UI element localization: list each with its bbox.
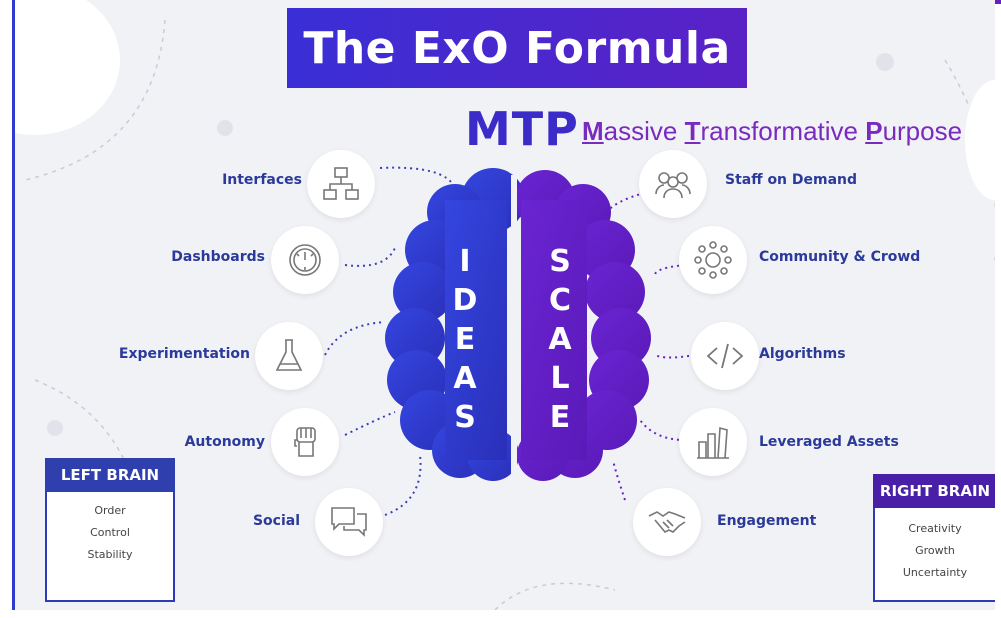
scale-letters: S C A L E xyxy=(540,242,580,437)
left-brain-panel: LEFT BRAIN Order Control Stability xyxy=(45,458,175,602)
raised-fist-icon xyxy=(271,408,339,476)
scale-label-community-crowd: Community & Crowd xyxy=(759,249,921,265)
right-brain-item: Growth xyxy=(915,544,955,557)
page-title: The ExO Formula xyxy=(303,22,731,74)
ideas-letters: I D E A S xyxy=(445,242,485,437)
diagram-canvas: The ExO Formula MTP Massive Transformati… xyxy=(12,0,995,610)
flowchart-icon xyxy=(307,150,375,218)
left-brain-title: LEFT BRAIN xyxy=(45,458,175,492)
title-banner: The ExO Formula xyxy=(287,8,747,88)
scale-letter: A xyxy=(548,322,572,357)
left-brain-item: Control xyxy=(90,526,130,539)
mtp-word-3: urpose xyxy=(882,116,963,146)
ideas-label-experimentation: Experimentation xyxy=(118,346,250,362)
right-brain-title: RIGHT BRAIN xyxy=(873,474,995,508)
scale-letter: S xyxy=(549,244,571,279)
mtp-initial-p: P xyxy=(865,116,883,146)
right-brain-panel: RIGHT BRAIN Creativity Growth Uncertaint… xyxy=(873,474,995,602)
ideas-letter: E xyxy=(454,322,476,357)
handshake-icon xyxy=(633,488,701,556)
scale-letter: E xyxy=(549,400,571,435)
left-brain-item: Order xyxy=(94,504,126,517)
scale-label-algorithms: Algorithms xyxy=(759,346,846,362)
mtp-expansion: Massive Transformative Purpose xyxy=(582,116,962,147)
mtp-acronym: MTP xyxy=(465,102,579,156)
chat-bubbles-icon xyxy=(315,488,383,556)
ideas-label-autonomy: Autonomy xyxy=(184,434,265,450)
ideas-label-social: Social xyxy=(252,513,300,529)
mtp-word-2: ransformative xyxy=(700,116,866,146)
mtp-initial-t: T xyxy=(684,116,701,146)
ideas-label-dashboards: Dashboards xyxy=(171,249,265,265)
buildings-icon xyxy=(679,408,747,476)
ideas-letter: S xyxy=(454,400,476,435)
background-decoration xyxy=(15,0,995,610)
people-group-icon xyxy=(639,150,707,218)
mtp-initial-m: M xyxy=(582,116,604,146)
ideas-label-interfaces: Interfaces xyxy=(222,172,302,188)
code-brackets-icon xyxy=(691,322,759,390)
right-brain-item: Creativity xyxy=(908,522,962,535)
community-circle-icon xyxy=(679,226,747,294)
scale-letter: C xyxy=(548,283,572,318)
left-brain-item: Stability xyxy=(87,548,133,561)
gauge-icon xyxy=(271,226,339,294)
scale-letter: L xyxy=(550,361,570,396)
scale-label-engagement: Engagement xyxy=(717,513,817,529)
ideas-letter: I xyxy=(459,244,471,279)
ideas-letter: A xyxy=(453,361,477,396)
flask-icon xyxy=(255,322,323,390)
right-brain-item: Uncertainty xyxy=(902,566,968,579)
ideas-letter: D xyxy=(452,283,478,318)
mtp-word-1: assive xyxy=(603,116,685,146)
scale-label-staff-on-demand: Staff on Demand xyxy=(725,172,858,188)
scale-label-leveraged-assets: Leveraged Assets xyxy=(759,434,899,450)
